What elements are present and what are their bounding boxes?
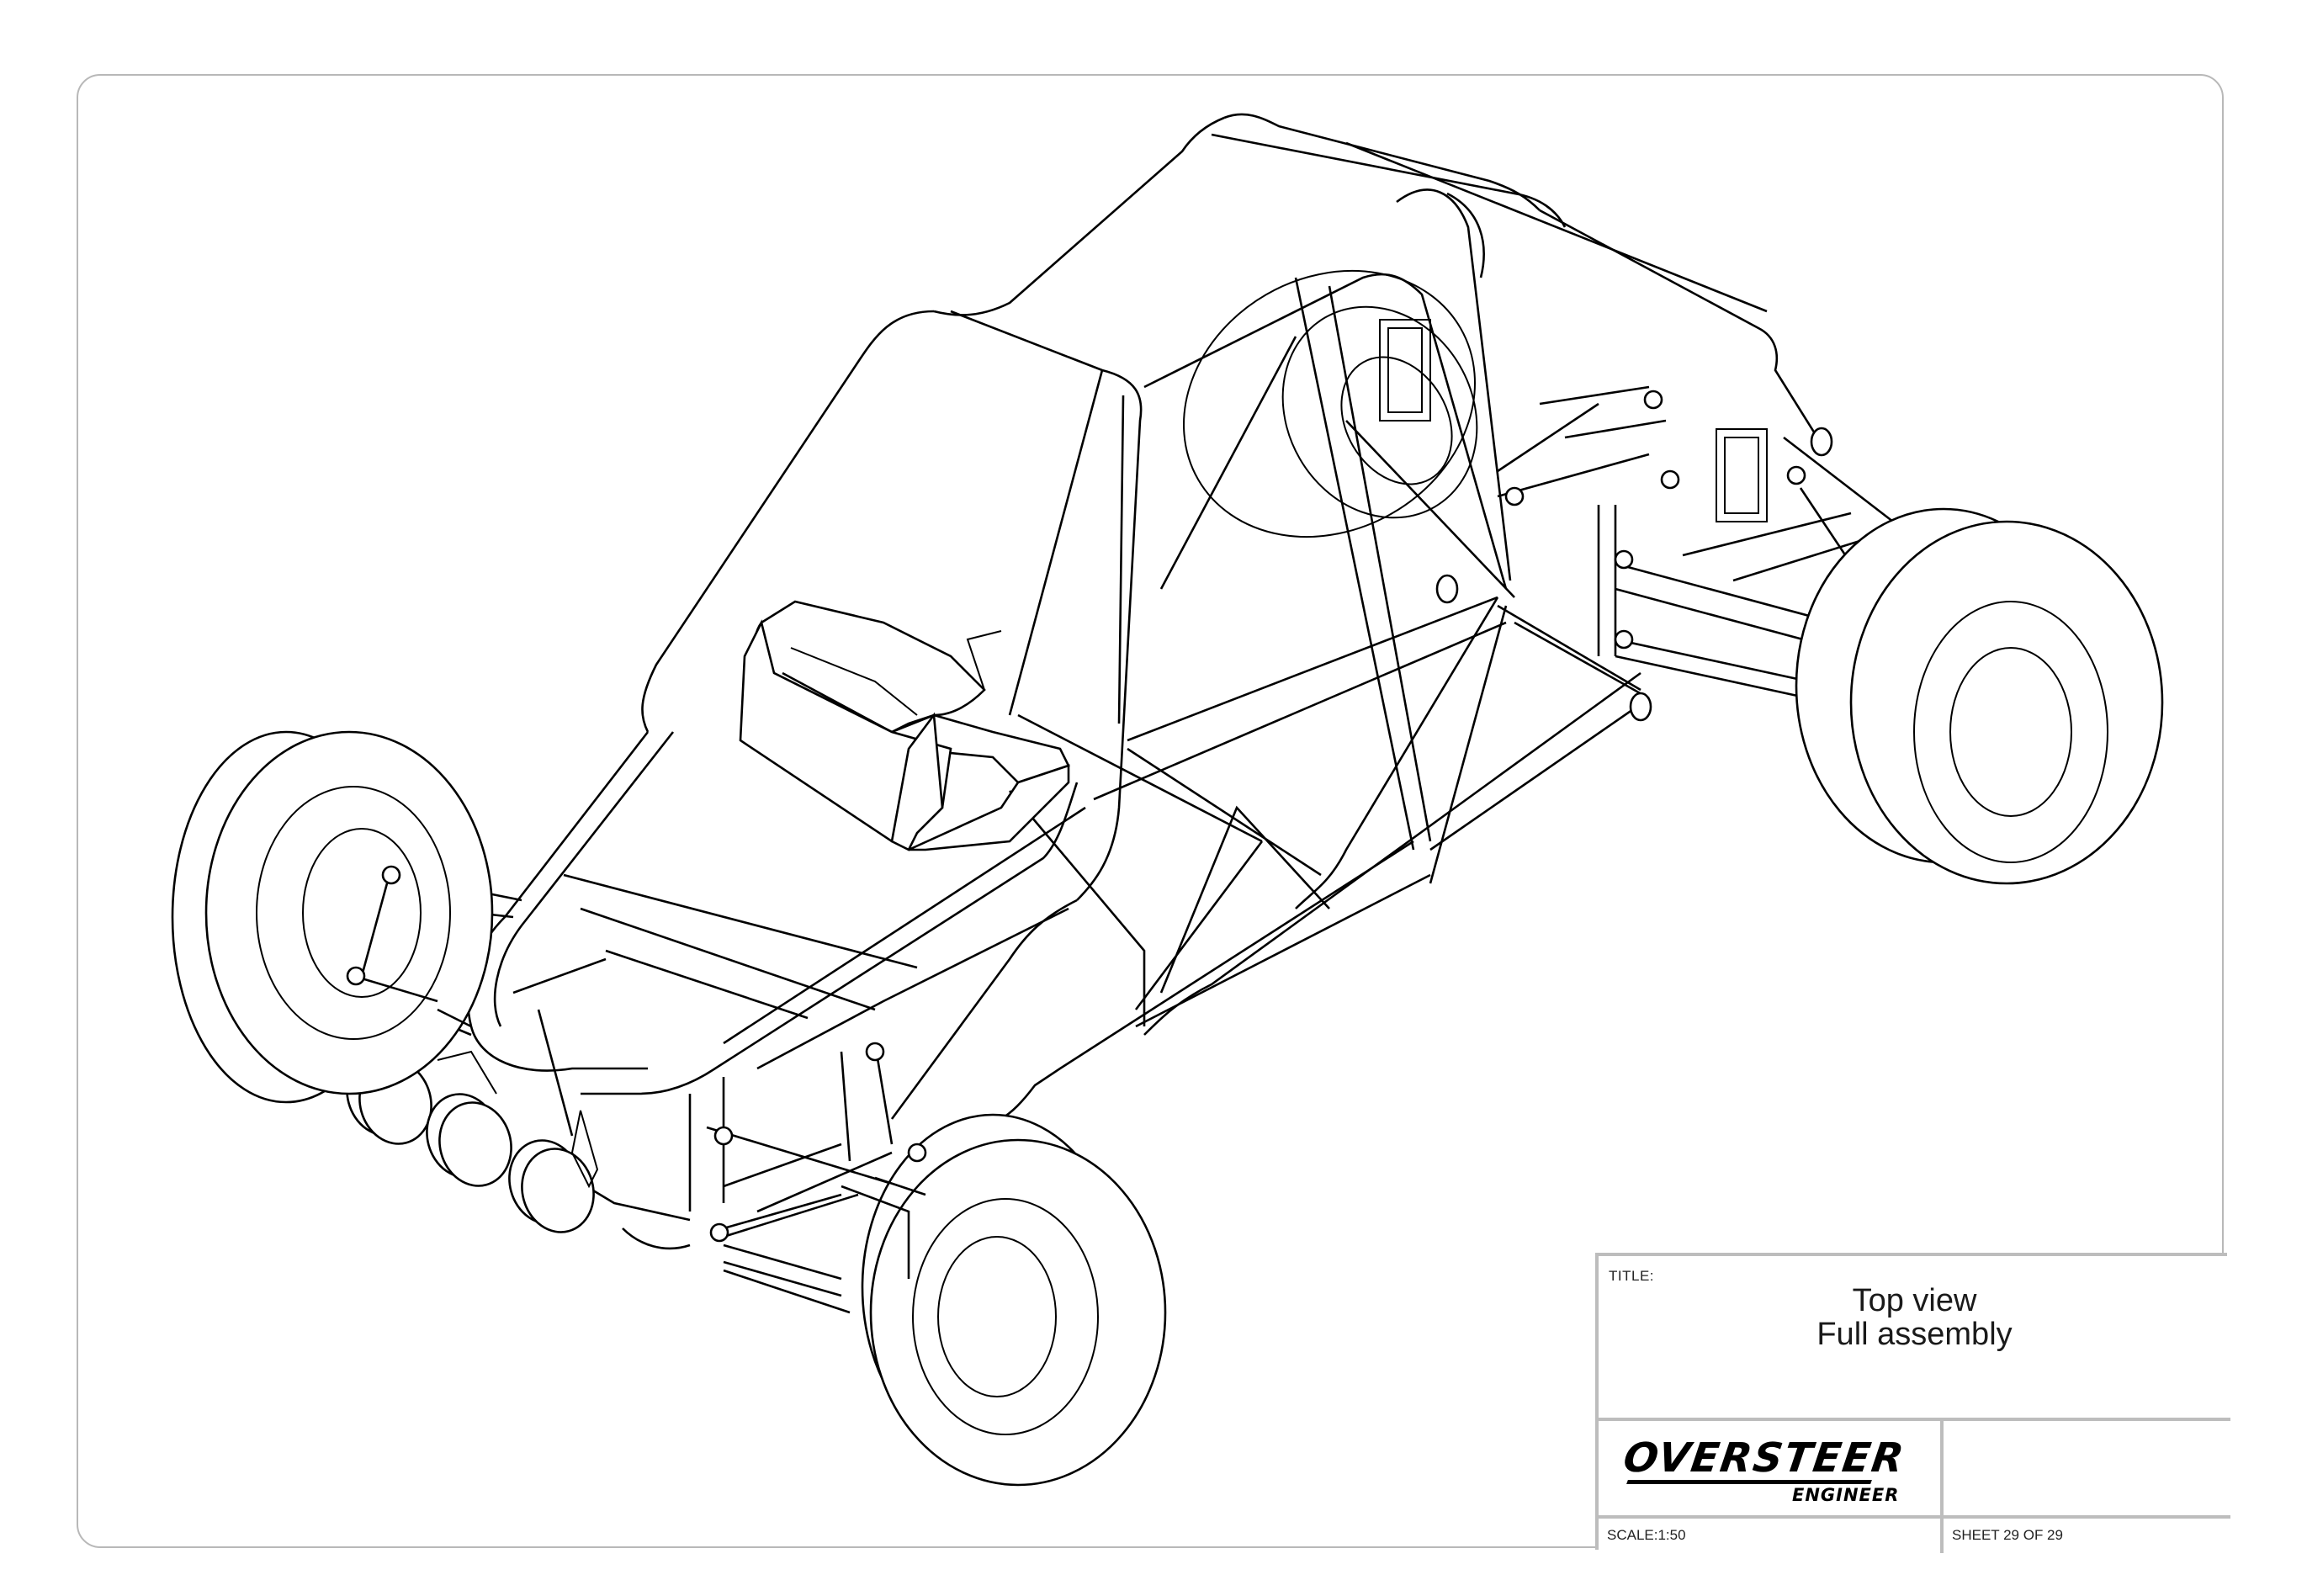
sheet-cell: SHEET 29 OF 29 <box>1944 1519 2230 1553</box>
front-right-wheel <box>861 1113 1167 1487</box>
front-left-wheel <box>171 730 494 1104</box>
front-suspension <box>346 390 1806 1314</box>
title-line-1: Top view <box>1852 1283 1977 1318</box>
rear-right-wheel <box>1795 507 2164 885</box>
engine-tanks <box>1183 269 1478 538</box>
scale-label: SCALE:1:50 <box>1607 1527 1686 1543</box>
title-line-2: Full assembly <box>1816 1317 2013 1352</box>
logo-sub-text: ENGINEER <box>1792 1485 1900 1505</box>
logo-main-text: OVERSTEER <box>1620 1434 1908 1482</box>
seat <box>739 600 1070 851</box>
rear-suspension <box>1379 319 1894 700</box>
sheet-number: SHEET 29 OF 29 <box>1952 1527 2063 1543</box>
tube-ends <box>1435 427 1833 722</box>
company-logo: OVERSTEER ENGINEER <box>1599 1418 1944 1519</box>
blank-cell <box>1944 1418 2230 1519</box>
title-label: TITLE: <box>1609 1268 1655 1284</box>
drawing-sheet-border <box>77 74 2224 1548</box>
title-block: TITLE: Top view Full assembly OVERSTEER … <box>1595 1253 2230 1553</box>
title-cell: TITLE: Top view Full assembly <box>1599 1256 2230 1421</box>
logo-swoosh <box>1626 1480 1872 1484</box>
scale-cell: SCALE:1:50 <box>1599 1519 1944 1553</box>
